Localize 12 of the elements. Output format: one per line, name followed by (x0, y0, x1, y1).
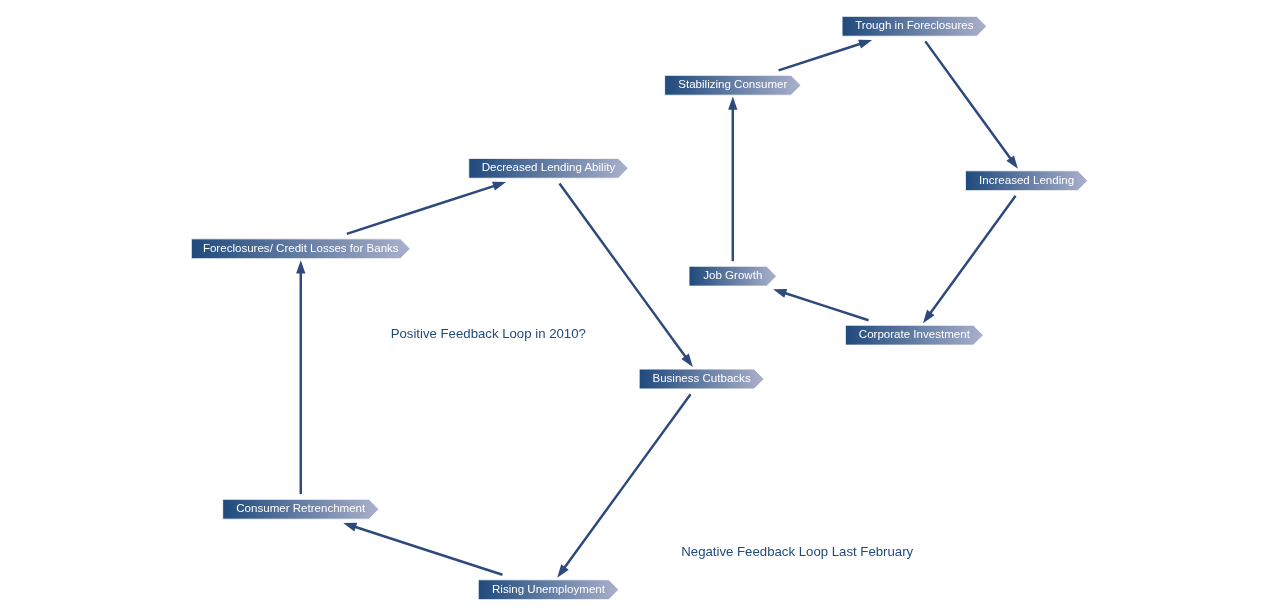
arrow (923, 195, 1017, 324)
label: Negative Feedback Loop Last February (681, 544, 914, 560)
arrow (773, 288, 869, 322)
label: Positive Feedback Loop in 2010? (390, 326, 586, 342)
arrow (924, 40, 1018, 169)
arrow (728, 96, 738, 262)
arrow (558, 182, 693, 367)
arrow (557, 393, 692, 578)
arrow (346, 181, 507, 235)
arrow (778, 39, 873, 72)
arrow (296, 260, 306, 495)
arrow (343, 522, 503, 576)
